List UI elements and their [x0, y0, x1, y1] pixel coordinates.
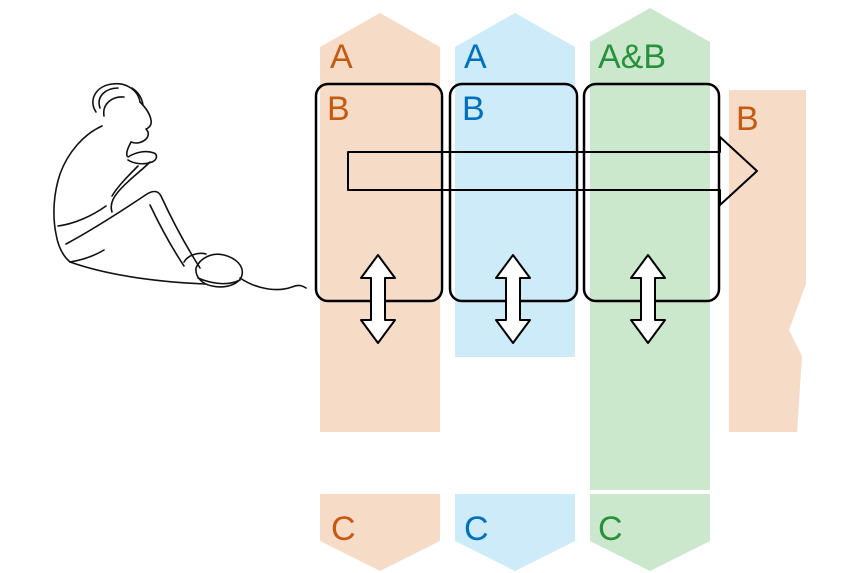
person-hair	[92, 82, 144, 117]
person-back	[53, 125, 105, 263]
person-arms	[110, 161, 151, 213]
double-arrow-column3	[630, 254, 666, 344]
label-c-column1: C	[331, 510, 356, 548]
band-right	[729, 90, 806, 432]
band-down-column2	[455, 494, 575, 571]
label-b-right-band: B	[736, 100, 759, 138]
label-c-column2: C	[464, 510, 489, 548]
person-ground-line	[69, 261, 307, 291]
label-b-column1: B	[327, 90, 350, 128]
label-a-column1: A	[330, 38, 353, 76]
label-c-column3: C	[598, 510, 623, 548]
double-arrow-column2	[495, 254, 531, 344]
person-legs	[57, 190, 201, 269]
band-down-column3	[590, 494, 710, 571]
label-ab-column3: A&B	[598, 38, 666, 76]
band-up-column1	[320, 13, 440, 432]
band-down-column1	[320, 494, 440, 571]
person-hand	[127, 150, 158, 165]
label-b-column2: B	[462, 90, 485, 128]
person-face	[125, 101, 152, 157]
person-line-art	[53, 82, 307, 291]
label-a-column2: A	[464, 38, 487, 76]
band-up-column3	[590, 8, 710, 490]
person-shoe	[183, 252, 244, 288]
double-arrow-column1	[360, 254, 396, 344]
band-up-column2	[455, 13, 575, 357]
horizontal-arrow	[347, 136, 758, 206]
